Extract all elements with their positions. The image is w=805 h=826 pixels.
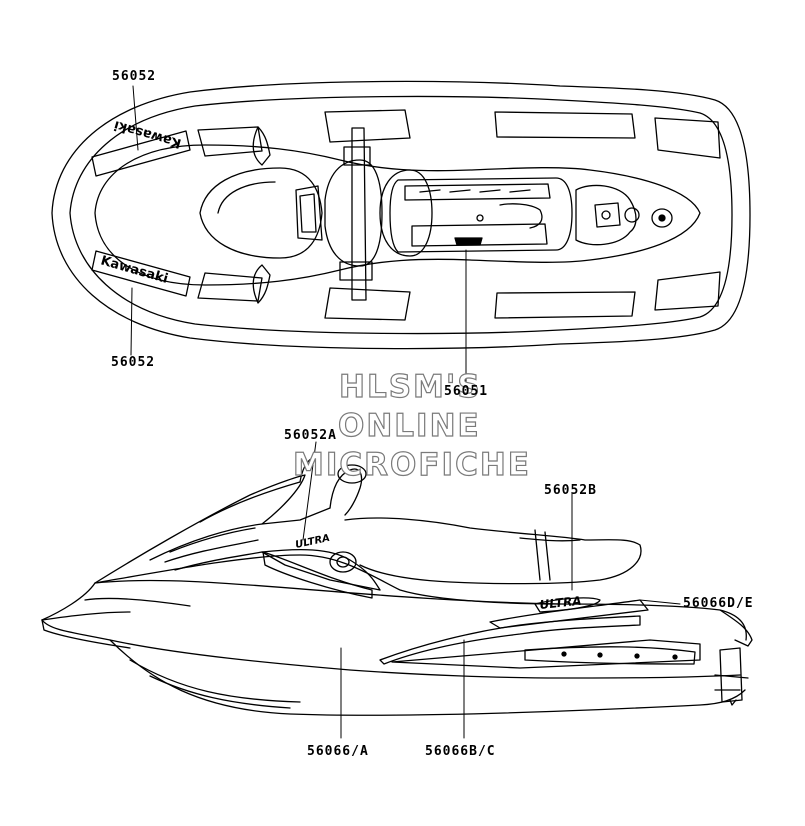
part-label-56066D-E[interactable]: 56066D/E — [683, 596, 754, 611]
part-label-56066B-C[interactable]: 56066B/C — [425, 744, 496, 759]
part-label-56052-upper[interactable]: 56052 — [112, 69, 157, 84]
side-view-hull — [41, 457, 753, 716]
watermark-line-1: HLSM'S — [338, 368, 482, 405]
side-rear-model-badge-text: ULTRA — [539, 594, 582, 612]
part-label-56051[interactable]: 56051 — [444, 384, 489, 399]
part-label-56066-A[interactable]: 56066/A — [307, 744, 369, 759]
part-label-56052-lower[interactable]: 56052 — [111, 355, 156, 370]
watermark-line-2: ONLINE — [337, 407, 481, 444]
side-front-model-badge-text: ULTRA — [294, 533, 331, 551]
top-view-leaders — [130, 85, 467, 383]
part-label-56052B[interactable]: 56052B — [544, 483, 597, 498]
side-view-leaders — [302, 441, 681, 739]
top-view-hull — [51, 80, 751, 350]
top-upper-brand-decal-text: Kawasaki — [112, 117, 183, 151]
watermark-line-3: MICROFICHE — [292, 446, 531, 483]
part-label-56052A[interactable]: 56052A — [284, 428, 337, 443]
